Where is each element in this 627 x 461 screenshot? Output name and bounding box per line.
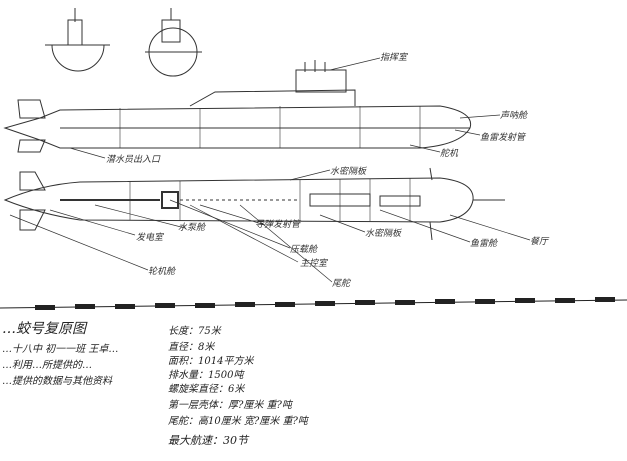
spec-propeller: 螺旋桨直径：6米 <box>168 384 245 395</box>
label-bulkhead: 水密隔板 <box>365 229 402 239</box>
spec-speed: 最大航速：30节 <box>168 434 248 447</box>
spec-rudder: 尾舵：高10厘米 宽?厘米 重?吨 <box>168 416 308 427</box>
note-line: …利用…所提供的… <box>2 360 92 371</box>
label-ballast: 压载舱 <box>290 245 318 255</box>
label-torpedo: 鱼雷舱 <box>470 239 498 249</box>
spec-diameter: 直径：8米 <box>168 342 215 353</box>
label-control: 主控室 <box>300 259 328 269</box>
label-generator: 发电室 <box>136 233 164 243</box>
drawing-title: …蛟号复原图 <box>2 321 86 337</box>
label-pump: 水泵舱 <box>178 223 206 233</box>
spec-displacement: 排水量：1500吨 <box>168 370 244 381</box>
note-line: …提供的数据与其他资料 <box>2 376 112 387</box>
label-bulkhead-top: 水密隔板 <box>330 167 367 177</box>
side-view-hull <box>3 60 472 153</box>
front-view-right <box>145 8 202 77</box>
label-hatch: 潜水员出入口 <box>106 155 161 165</box>
label-conning: 指挥室 <box>380 53 408 63</box>
label-engine: 轮机舱 <box>148 267 176 277</box>
spec-hull: 第一层壳体：厚?厘米 重?吨 <box>168 400 292 411</box>
scale-bar <box>0 297 627 310</box>
label-bow2: 鱼雷发射管 <box>480 133 526 143</box>
front-view-left <box>45 8 110 72</box>
label-keel: 舵机 <box>440 149 459 159</box>
note-line: …十八中 初一一班 王卓… <box>2 344 119 355</box>
plan-view-hull <box>3 167 505 241</box>
label-rudder: 尾舵 <box>332 279 351 289</box>
label-mess: 餐厅 <box>530 237 549 247</box>
label-missile: 导弹发射管 <box>255 220 301 230</box>
label-bow1: 声呐舱 <box>500 111 528 121</box>
spec-area: 面积：1014平方米 <box>168 356 254 367</box>
spec-length: 长度：75米 <box>168 326 221 337</box>
